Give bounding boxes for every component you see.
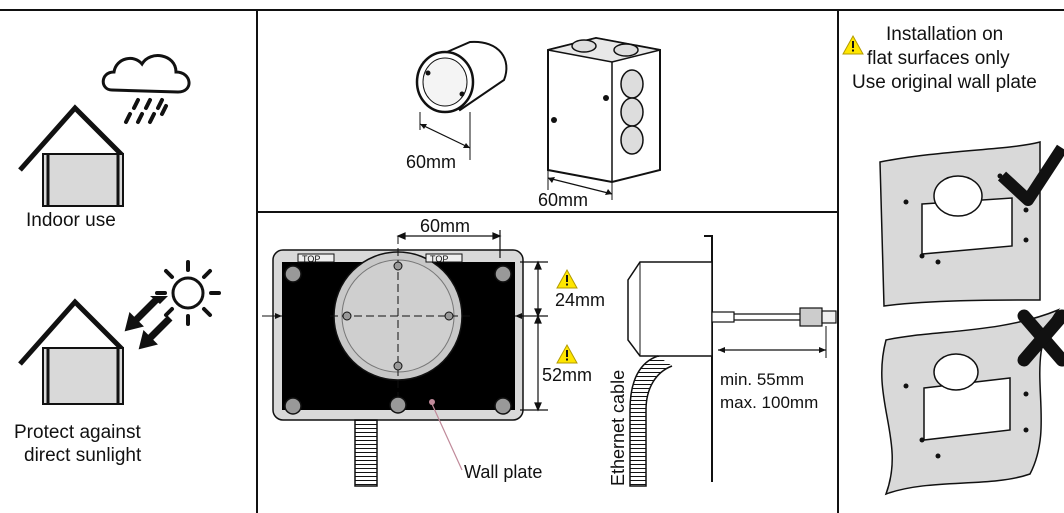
square-junction-box [547, 36, 661, 200]
ethernet-cable-label: Ethernet cable [608, 369, 628, 486]
flat-wall-correct [879, 141, 1041, 307]
square-box-dimension: 60mm [538, 190, 589, 210]
house-icon [18, 298, 124, 405]
top-marker-right: TOP [430, 254, 448, 264]
cable-conduit [354, 419, 378, 487]
sun-rays-arrows [124, 297, 173, 350]
sunlight-label-line1: Protect against [14, 422, 141, 443]
indoor-use-label: Indoor use [26, 210, 116, 231]
install-title-line2: flat surfaces only [867, 48, 1010, 69]
max-length-label: max. 100mm [720, 393, 819, 412]
checkmark-icon [997, 144, 1064, 206]
wall-plate [262, 236, 532, 471]
uneven-wall-incorrect [881, 308, 1061, 496]
install-title-line1: Installation on [886, 24, 1004, 45]
warning-icon [556, 344, 578, 364]
wall-plate-label: Wall plate [464, 462, 543, 482]
width-dimension [396, 230, 502, 258]
panel-frame [0, 9, 1064, 513]
round-junction-box [415, 40, 508, 160]
device-side-view [627, 235, 837, 487]
warning-icon [842, 35, 864, 55]
install-title-line3: Use original wall plate [852, 72, 1037, 93]
top-marker-left: TOP [302, 254, 320, 264]
sunlight-label-line2: direct sunlight [24, 445, 142, 466]
round-box-dimension: 60mm [406, 152, 457, 172]
cross-icon [1017, 309, 1064, 367]
vertical-dimension [520, 260, 548, 412]
plate-bottom-dimension: 52mm [542, 365, 593, 385]
plate-width-dimension: 60mm [420, 216, 471, 236]
min-length-label: min. 55mm [720, 370, 805, 389]
plate-top-dimension: 24mm [555, 290, 606, 310]
cloud-rain-icon [101, 54, 191, 124]
house-icon [18, 104, 124, 207]
sun-icon [150, 260, 221, 326]
warning-icon [556, 269, 578, 289]
